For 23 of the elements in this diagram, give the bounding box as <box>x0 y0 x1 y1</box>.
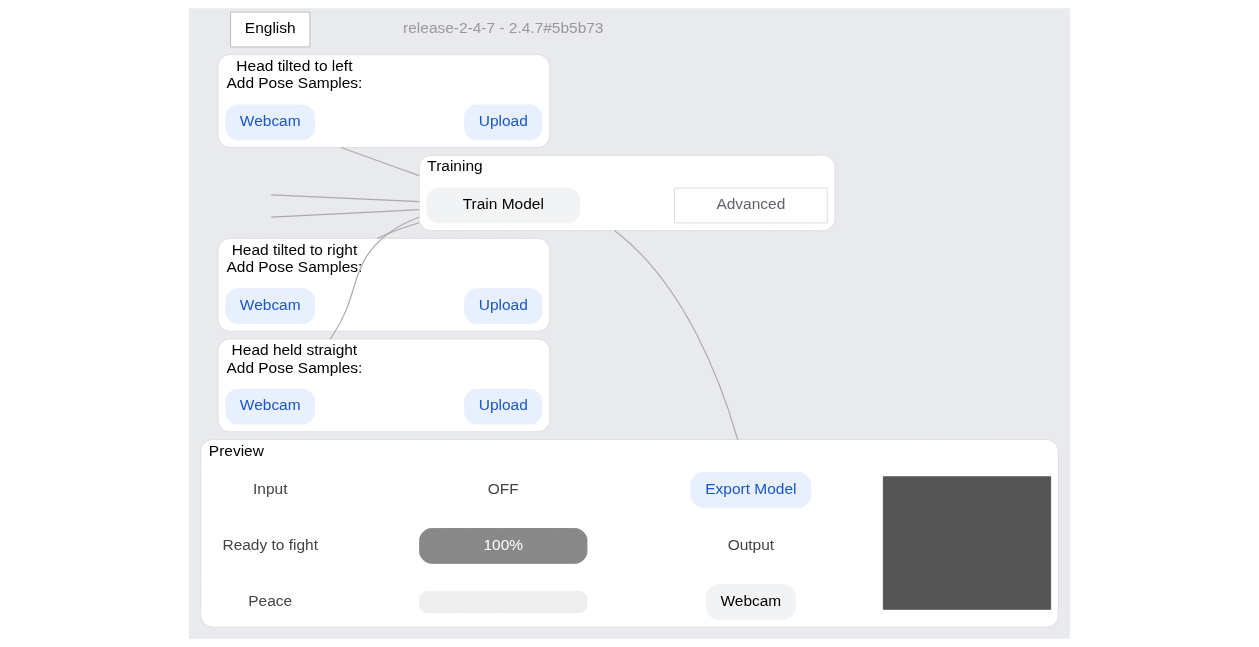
connector <box>329 216 420 340</box>
node-box: Upload <box>464 388 543 425</box>
node-box: English <box>230 11 311 48</box>
connector <box>613 230 739 441</box>
connector <box>270 209 420 218</box>
connector <box>340 146 420 177</box>
node-box: Webcam <box>225 288 316 324</box>
node-box <box>882 476 1052 610</box>
label: Output <box>727 535 775 553</box>
node-box: Webcam <box>225 388 316 425</box>
node-box: Upload <box>464 288 543 324</box>
node-box: Webcam <box>225 104 316 141</box>
label: Peace <box>248 591 293 609</box>
label: Input <box>253 479 288 497</box>
label: release-2-4-7 - 2.4.7#5b5b73 <box>403 19 604 37</box>
label: Ready to fight <box>222 535 318 553</box>
node-box: 100% <box>419 528 588 564</box>
connector <box>376 222 420 239</box>
node-box: Export Model <box>690 471 812 508</box>
node-box: Upload <box>464 104 543 141</box>
label: OFF <box>487 479 519 497</box>
connector <box>270 194 420 203</box>
node-box: Advanced <box>674 187 828 224</box>
